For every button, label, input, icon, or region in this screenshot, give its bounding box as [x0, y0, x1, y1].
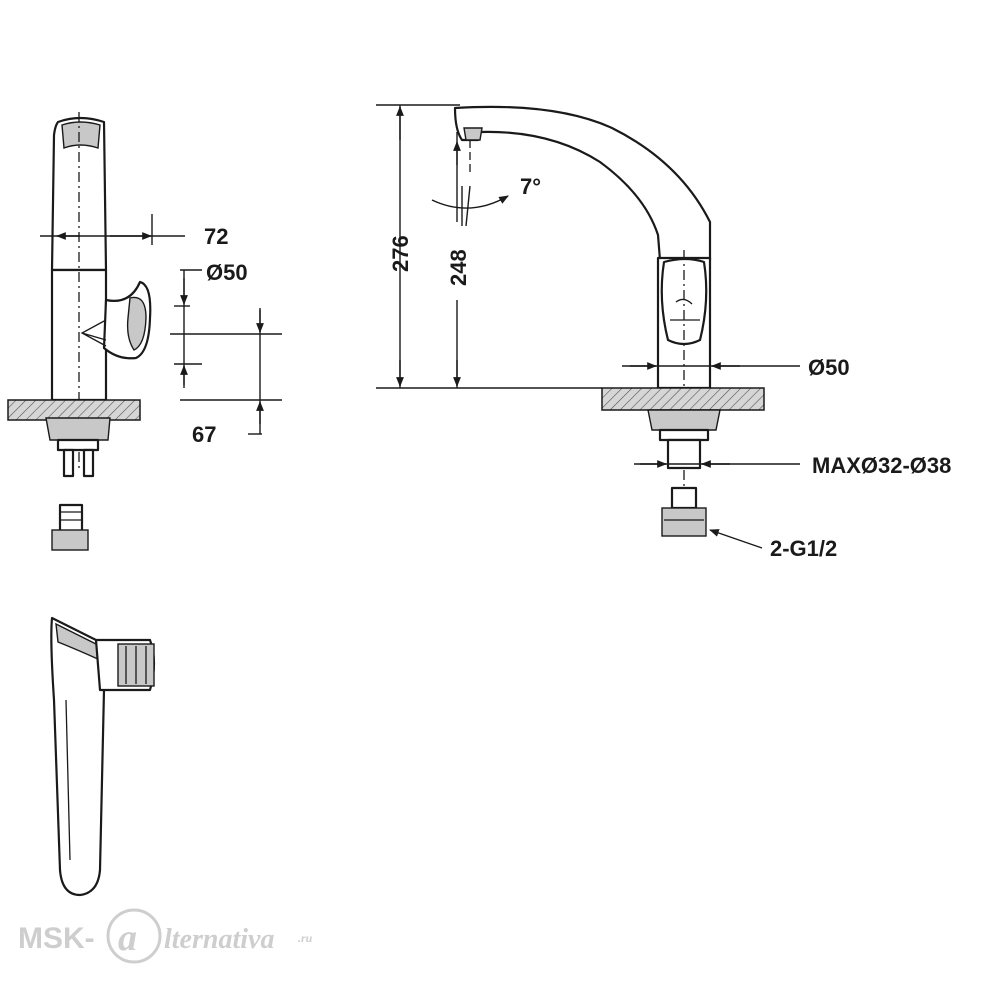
handle-detail-view [50, 616, 156, 897]
front-dimensions: 72 Ø50 67 [40, 214, 282, 447]
dim-angle-label: 7° [520, 174, 541, 199]
side-view [453, 105, 765, 537]
side-connector [661, 507, 707, 537]
front-view [7, 112, 152, 551]
handle-lever-body [50, 616, 106, 897]
dim-276-label: 276 [388, 235, 413, 272]
side-dimensions: 276 248 7° Ø50 MAXØ32-Ø38 2-G1/2 [376, 104, 951, 561]
front-hose-right [82, 448, 95, 478]
side-mount [647, 409, 721, 431]
watermark-domain: .ru [298, 931, 313, 945]
watermark-prefix: MSK- [18, 922, 95, 955]
dim-connection-label: 2-G1/2 [770, 536, 837, 561]
watermark: MSK- a lternativa .ru [18, 908, 313, 964]
watermark-logo-circle [106, 908, 162, 964]
dim-67-label: 67 [192, 422, 216, 447]
front-countertop [7, 399, 141, 421]
dim-72-label: 72 [204, 224, 228, 249]
front-mount [45, 417, 111, 441]
side-spout [453, 105, 712, 262]
front-hose-left [62, 448, 75, 478]
side-countertop [601, 387, 765, 411]
dim-248-label: 248 [446, 249, 471, 286]
watermark-symbol: a [118, 917, 137, 959]
side-handle [660, 257, 708, 346]
watermark-suffix: lternativa [164, 924, 274, 955]
dim-max-hole-label: MAXØ32-Ø38 [812, 453, 951, 478]
dim-50-side-label: Ø50 [206, 260, 248, 285]
dim-50-base-label: Ø50 [808, 355, 850, 380]
front-spout-aerator [61, 121, 101, 149]
